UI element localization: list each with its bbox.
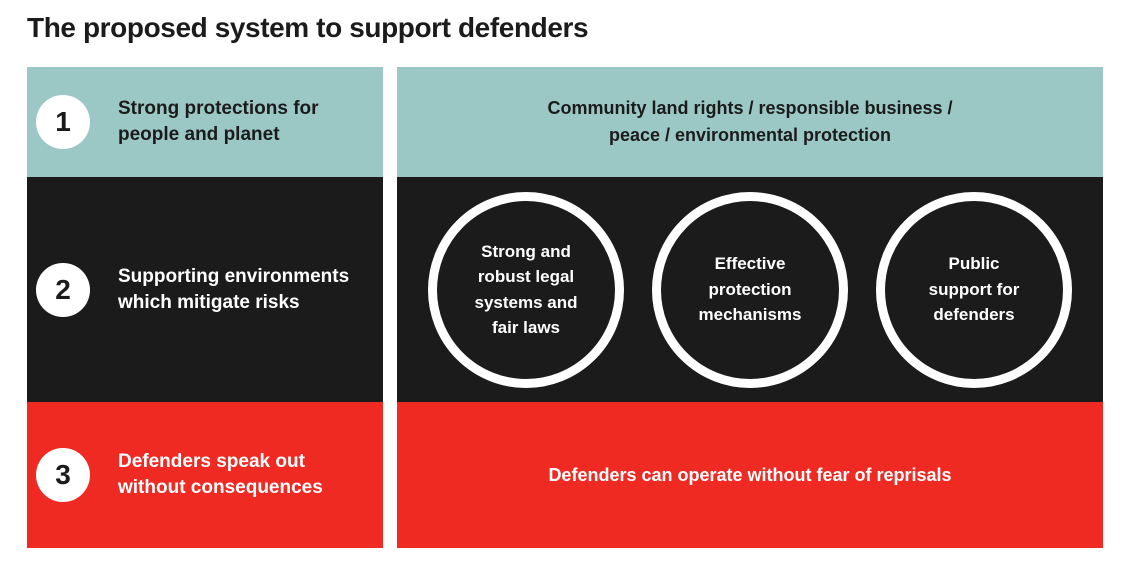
number-1-label: 1 bbox=[55, 106, 71, 137]
circle-public-support-label: Public support for defenders bbox=[928, 254, 1020, 325]
number-3-label: 3 bbox=[55, 459, 71, 490]
figure-title: The proposed system to support defenders bbox=[27, 12, 589, 43]
circle-public-support: Public support for defenders bbox=[876, 191, 1072, 388]
circle-protection-mechanisms-label: Effective protection mechanisms bbox=[698, 254, 802, 325]
pillar-1-label: Strong protections for people and planet bbox=[118, 98, 319, 145]
pillar-1-cell: 1 Strong protections for people and plan… bbox=[27, 67, 383, 177]
pillar-2-label: Supporting environments which mitigate r… bbox=[118, 265, 350, 313]
circle-protection-mechanisms: Effective protection mechanisms bbox=[652, 191, 848, 388]
pillar-1-outcome: Community land rights / responsible busi… bbox=[547, 98, 953, 145]
pillar-1-outcome-cell: Community land rights / responsible busi… bbox=[397, 67, 1103, 177]
pillar-3-outcome: Defenders can operate without fear of re… bbox=[548, 464, 952, 485]
number-3-badge: 3 bbox=[36, 448, 90, 502]
circle-legal-systems-label: Strong and robust legal systems and fair… bbox=[474, 241, 578, 338]
number-1-badge: 1 bbox=[36, 95, 90, 149]
number-2-label: 2 bbox=[55, 273, 71, 305]
number-2-badge: 2 bbox=[36, 262, 90, 317]
pillar-2-circles-cell: Strong and robust legal systems and fair… bbox=[397, 177, 1103, 402]
system-grid: 1 Strong protections for people and plan… bbox=[27, 67, 1103, 548]
circle-legal-systems: Strong and robust legal systems and fair… bbox=[428, 191, 624, 388]
pillar-3-label: Defenders speak out without consequences bbox=[118, 451, 323, 498]
pillar-3-outcome-cell: Defenders can operate without fear of re… bbox=[397, 402, 1103, 548]
pillar-3-cell: 3 Defenders speak out without consequenc… bbox=[27, 402, 383, 548]
pillar-2-cell: 2 Supporting environments which mitigate… bbox=[27, 177, 383, 402]
